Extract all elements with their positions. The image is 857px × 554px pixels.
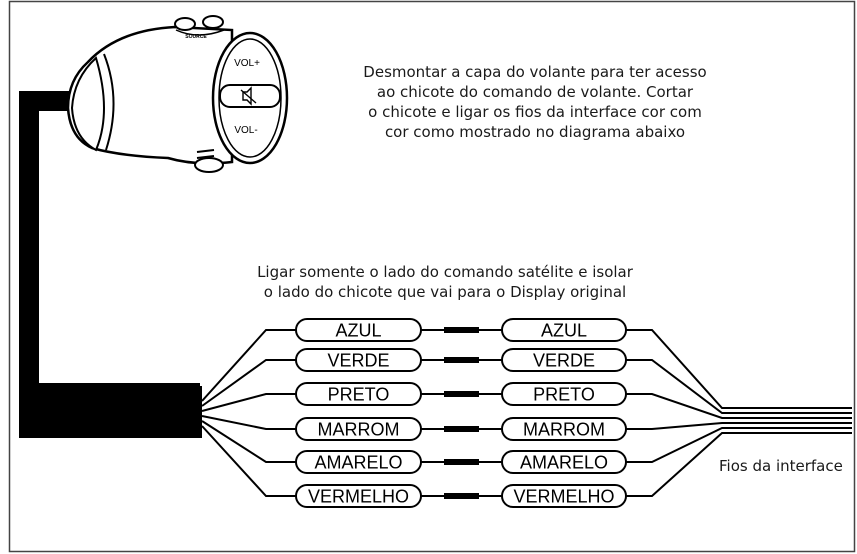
interface-label: Fios da interface <box>719 457 843 475</box>
source-button-right <box>202 15 224 29</box>
wire-right-label: PRETO <box>533 385 595 405</box>
instruction-mid-line: o lado do chicote que vai para o Display… <box>263 283 627 301</box>
wire-splice <box>444 426 479 432</box>
instruction-top-line: Desmontar a capa do volante para ter ace… <box>363 63 707 81</box>
wire-right-label: AZUL <box>541 321 587 341</box>
control-end-cap <box>70 56 105 152</box>
instruction-top-line: o chicote e ligar os fios da interface c… <box>368 103 702 121</box>
wire-left-lead <box>201 425 296 497</box>
vol-up-label: VOL+ <box>234 58 260 69</box>
wire-splice <box>444 357 479 363</box>
wire-left-lead <box>201 415 296 430</box>
wire-right-label: VERMELHO <box>513 487 614 507</box>
scroll-mark-1 <box>196 149 215 153</box>
instruction-top: Desmontar a capa do volante para ter ace… <box>315 62 755 142</box>
wire-splice <box>444 391 479 397</box>
scroll-mark-2 <box>196 155 215 159</box>
wire-left-lead <box>201 393 296 412</box>
instruction-mid-line: Ligar somente o lado do comando satélite… <box>257 263 633 281</box>
wire-right-lead <box>626 393 852 419</box>
source-button-left <box>174 17 196 31</box>
wire-right-lead <box>626 432 852 497</box>
wire-splice <box>444 327 479 333</box>
wire-right-lead <box>626 359 852 414</box>
wire-left-label: VERMELHO <box>308 487 409 507</box>
wire-left-label: VERDE <box>327 351 389 371</box>
control-body <box>66 25 234 165</box>
wires-layer: AZUL AZUL VERDE VERDE PRETO PRETO MARROM MARROM… <box>201 318 852 508</box>
instruction-top-line: ao chicote do comando de volante. Cortar <box>376 83 694 101</box>
mute-button <box>219 84 281 108</box>
vol-down-label: VOL- <box>234 125 257 136</box>
control-seam <box>103 53 115 151</box>
wire-left-label: PRETO <box>328 385 390 405</box>
wire-right-lead <box>626 329 852 409</box>
wire-splice <box>444 459 479 465</box>
wire-right-lead <box>626 427 852 463</box>
wire-left-lead <box>201 359 296 407</box>
wire-splice <box>444 493 479 499</box>
wire-right-label: VERDE <box>533 351 595 371</box>
mute-speaker-icon <box>240 86 257 106</box>
wire-left-lead <box>201 329 296 402</box>
wire-left-label: MARROM <box>318 420 400 440</box>
diagram-frame <box>8 0 856 553</box>
wire-right-lead <box>626 422 852 430</box>
steering-control: VOL+ VOL- SOURCE <box>66 15 289 173</box>
instruction-top-line: cor como mostrado no diagrama abaixo <box>384 123 686 141</box>
instruction-mid: Ligar somente o lado do comando satélite… <box>200 262 690 302</box>
wire-left-label: AMARELO <box>314 453 402 473</box>
wire-left-label: AZUL <box>335 321 381 341</box>
wire-left-lead <box>201 420 296 463</box>
source-label: SOURCE <box>185 34 207 40</box>
control-bottom-knob <box>194 157 224 173</box>
control-top-groove <box>175 29 225 36</box>
harness-connector-block <box>19 386 202 438</box>
wire-right-label: AMARELO <box>520 453 608 473</box>
wire-right-label: MARROM <box>523 420 605 440</box>
